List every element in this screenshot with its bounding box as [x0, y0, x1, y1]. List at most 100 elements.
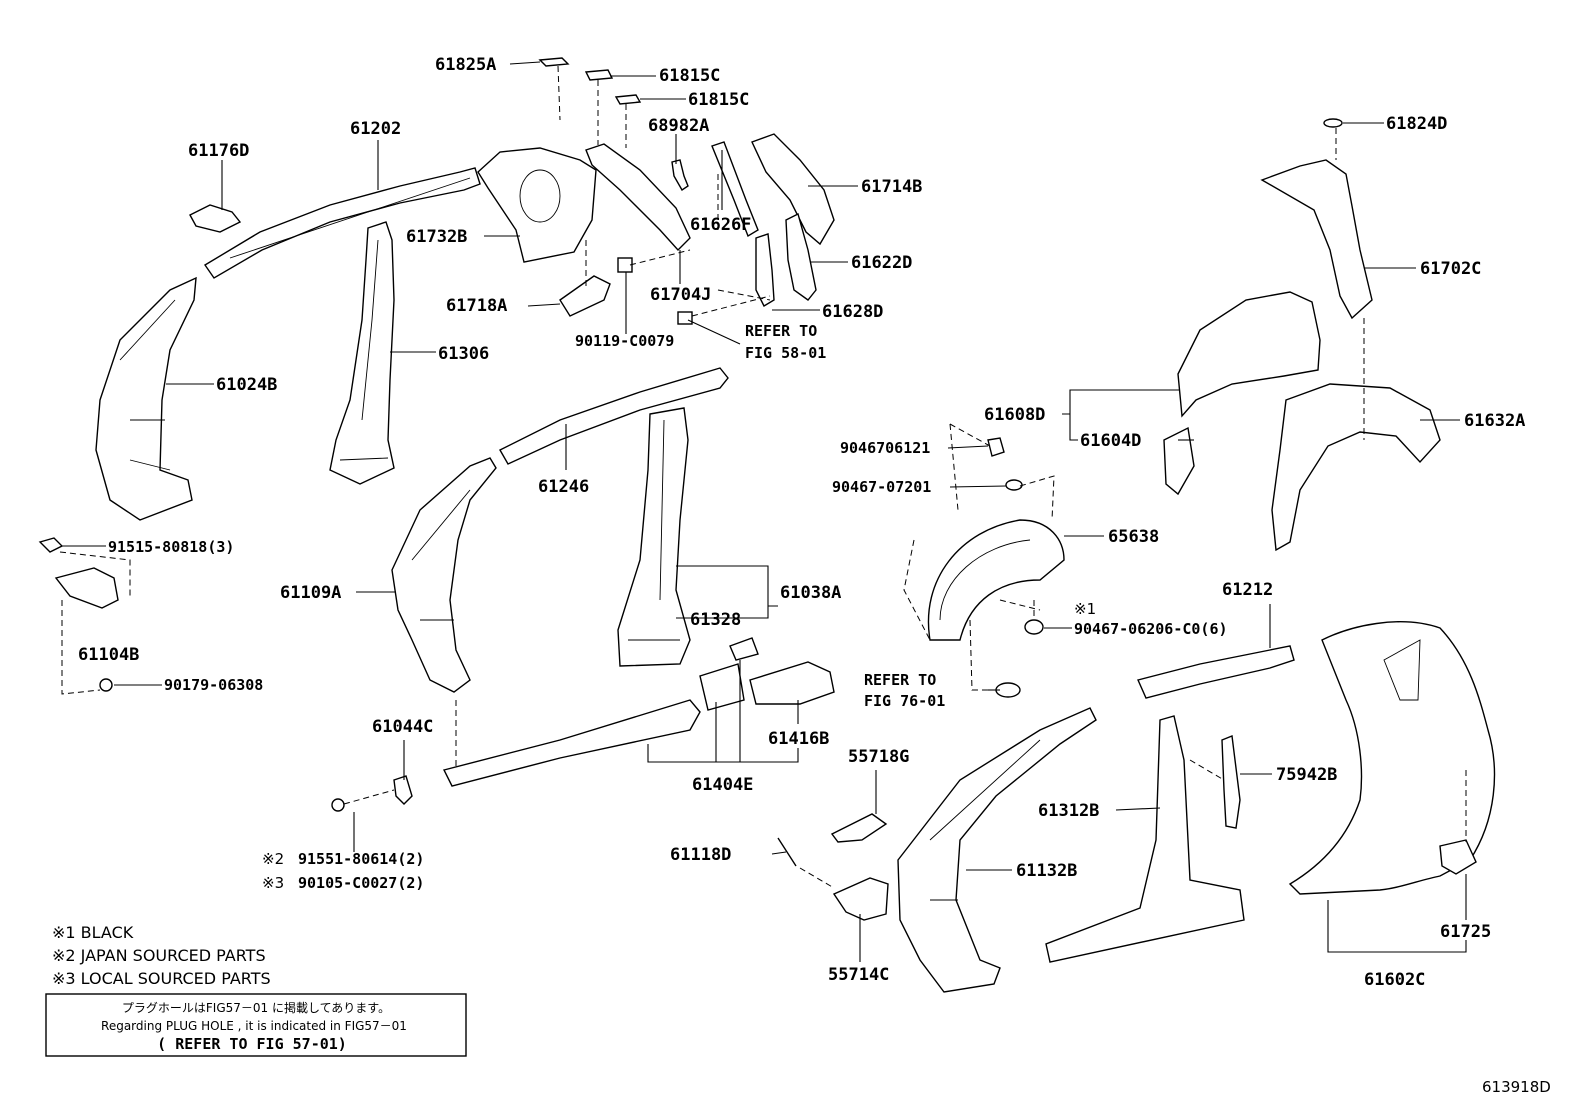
nut-9017906308 [99, 678, 113, 692]
label-61824d: 61824D [1386, 114, 1447, 134]
strip-61626f [711, 141, 759, 238]
label-61328: 61328 [690, 610, 741, 630]
label-61312b: 61312B [1038, 801, 1099, 821]
label-55714c: 55714C [828, 965, 889, 985]
fig-58-01: FIG 58-01 [745, 344, 826, 362]
label-61602c: 61602C [1364, 970, 1425, 990]
bracket-61044c [393, 775, 413, 805]
label-61044c: 61044C [372, 717, 433, 737]
clip-68982a [671, 159, 689, 191]
mark-japan-2: ※2 [262, 850, 284, 868]
leader-lines [62, 61, 1467, 962]
refer-to-58: REFER TO [745, 322, 817, 340]
pillar-61109a [391, 457, 497, 693]
label-9046706121: 9046706121 [840, 439, 930, 457]
label-61109a: 61109A [280, 583, 341, 603]
legend-japan: ※2 JAPAN SOURCED PARTS [52, 946, 266, 965]
rod-61118d [777, 837, 797, 867]
label-9046706206: 90467-06206-C0(6) [1074, 620, 1228, 638]
pillar-61312b [1045, 715, 1245, 963]
label-9046707201: 90467-07201 [832, 478, 931, 496]
pillar-61024b [95, 276, 197, 521]
label-61604d: 61604D [1080, 431, 1141, 451]
pad-61815c-2 [614, 94, 642, 105]
label-61732b: 61732B [406, 227, 467, 247]
refer-to-76: REFER TO [864, 671, 936, 689]
rail-61202 [203, 167, 481, 279]
label-61132b: 61132B [1016, 861, 1077, 881]
legend: ※1 BLACK ※2 JAPAN SOURCED PARTS ※3 LOCAL… [52, 923, 271, 988]
notice-refer: ( REFER TO FIG 57-01) [157, 1035, 347, 1053]
notice-box [45, 993, 467, 1057]
pillar-61038a [617, 407, 691, 667]
rail-61246 [499, 367, 729, 465]
label-9155180614: 91551-80614(2) [298, 850, 424, 868]
liner-65638 [927, 519, 1065, 641]
label-61815c-1: 61815C [659, 66, 720, 86]
strip-75942b [1221, 735, 1241, 829]
clip-9046707201 [1005, 479, 1023, 491]
label-68982a: 68982A [648, 116, 709, 136]
label-75942b: 75942B [1276, 765, 1337, 785]
bracket-55714c [832, 877, 889, 921]
label-61404e: 61404E [692, 775, 753, 795]
label-61718a: 61718A [446, 296, 507, 316]
gutter-61704j [585, 143, 691, 252]
mark-local-3: ※3 [262, 874, 284, 892]
label-9017906308: 90179-06308 [164, 676, 263, 694]
plug-hole-notice: プラグホールはFIG57－01 に掲載してあります。 Regarding PLU… [45, 993, 467, 1057]
label-61306: 61306 [438, 344, 489, 364]
label-61704j: 61704J [650, 285, 711, 305]
assembly-lines [59, 65, 1467, 889]
clip-9046706121 [987, 437, 1005, 457]
rocker-61404e [442, 699, 701, 787]
wheelhouse-61632a [1271, 383, 1441, 552]
legend-local: ※3 LOCAL SOURCED PARTS [52, 969, 271, 988]
bolt-9151580818 [38, 537, 64, 553]
pillar-61132b [897, 707, 1097, 993]
label-61212: 61212 [1222, 580, 1273, 600]
pillar-61702c [1260, 159, 1373, 320]
rail-61212 [1137, 645, 1295, 699]
label-61622d: 61622D [851, 253, 912, 273]
panel-61416b [749, 661, 835, 705]
label-61118d: 61118D [670, 845, 731, 865]
wheelhouse-61608d [1177, 291, 1321, 418]
part-labels: 61825A 61815C 61815C 68982A 61824D 61176… [78, 55, 1525, 990]
label-61202: 61202 [350, 119, 401, 139]
label-61825a: 61825A [435, 55, 496, 75]
label-55718g: 55718G [848, 747, 909, 767]
fig-76-01: FIG 76-01 [864, 692, 945, 710]
label-61176d: 61176D [188, 141, 249, 161]
label-61038a: 61038A [780, 583, 841, 603]
housing-61725 [1439, 839, 1477, 875]
bolt-9155180614 [331, 798, 345, 812]
notice-jp: プラグホールはFIG57－01 に掲載してあります。 [122, 1000, 390, 1015]
panel-61714b [751, 133, 835, 246]
label-61024b: 61024B [216, 375, 277, 395]
bracket-61718a [559, 275, 611, 317]
notice-en: Regarding PLUG HOLE , it is indicated in… [101, 1019, 407, 1033]
label-9151580818: 91515-80818(3) [108, 538, 234, 556]
label-61626f: 61626F [690, 215, 751, 235]
legend-black: ※1 BLACK [52, 923, 134, 942]
label-61608d: 61608D [984, 405, 1045, 425]
label-61725: 61725 [1440, 922, 1491, 942]
label-61632a: 61632A [1464, 411, 1525, 431]
label-61702c: 61702C [1420, 259, 1481, 279]
label-90119c0079: 90119-C0079 [575, 332, 674, 350]
label-61815c-2: 61815C [688, 90, 749, 110]
diagram-id: 613918D [1482, 1078, 1551, 1096]
pad-61815c-1 [584, 69, 614, 81]
part-illustrations [38, 57, 1496, 993]
label-61104b: 61104B [78, 645, 139, 665]
label-61628d: 61628D [822, 302, 883, 322]
panel-61732b [477, 147, 597, 263]
mark-black-1: ※1 [1074, 600, 1096, 618]
clip-9046706206 [1024, 619, 1044, 635]
bracket-61176d [189, 204, 242, 233]
bracket-61404e-a [699, 663, 745, 711]
bracket-61604d [1163, 426, 1195, 496]
